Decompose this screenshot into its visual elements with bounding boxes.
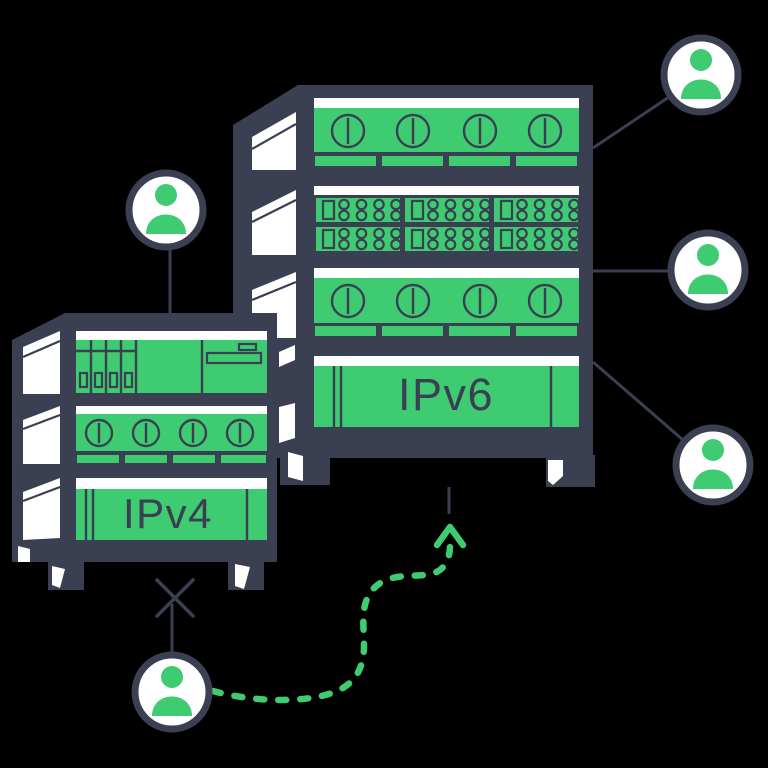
- port-cell: [402, 224, 492, 254]
- leg-notch: [18, 546, 30, 562]
- user-icon: [676, 428, 750, 502]
- rack-ipv6-unit-dials-bottom: [313, 268, 579, 338]
- x-mark: [155, 578, 195, 618]
- rack-ipv6-unit-ports: [313, 186, 581, 254]
- port-cell: [491, 195, 581, 225]
- server-rack-ipv6: IPv6: [233, 85, 595, 487]
- leg-notch: [52, 566, 65, 588]
- user-icon: [664, 38, 738, 112]
- broken-connection: [155, 578, 195, 653]
- connection-line: [592, 95, 670, 150]
- port-cell: [313, 224, 403, 254]
- rack-ipv6-label-panel: IPv6: [314, 356, 579, 427]
- rack-ipv6-side-panels: [251, 112, 297, 443]
- port-cell: [313, 195, 403, 225]
- rack-ipv4-unit-blades: [76, 331, 267, 393]
- dashed-curve: [209, 534, 454, 704]
- user-icon: [135, 655, 209, 729]
- server-rack-ipv4: IPv4: [12, 313, 277, 590]
- rack-ipv6-leg-left: [280, 450, 330, 485]
- rack-ipv6-label: IPv6: [398, 369, 494, 420]
- migration-dashed-arrow: [209, 523, 467, 704]
- rack-ipv4-unit-dials: [75, 406, 268, 465]
- rack-ipv4-label-panel: IPv4: [76, 478, 267, 540]
- leg-notch: [235, 564, 250, 589]
- leg-notch: [288, 452, 303, 481]
- ipv6-connections: [447, 95, 684, 514]
- port-cell: [402, 195, 492, 225]
- user-icon: [671, 233, 745, 307]
- port-cell: [491, 224, 581, 254]
- leg-notch: [548, 460, 563, 485]
- arrowhead-icon: [433, 523, 467, 549]
- connection-line: [592, 360, 684, 442]
- rack-ipv6-unit-dials-top: [313, 98, 579, 168]
- rack-ipv4-label: IPv4: [123, 490, 213, 537]
- vent-strip: [75, 453, 268, 465]
- user-icon: [129, 173, 203, 247]
- rack-ipv4-side-panels: [22, 331, 61, 540]
